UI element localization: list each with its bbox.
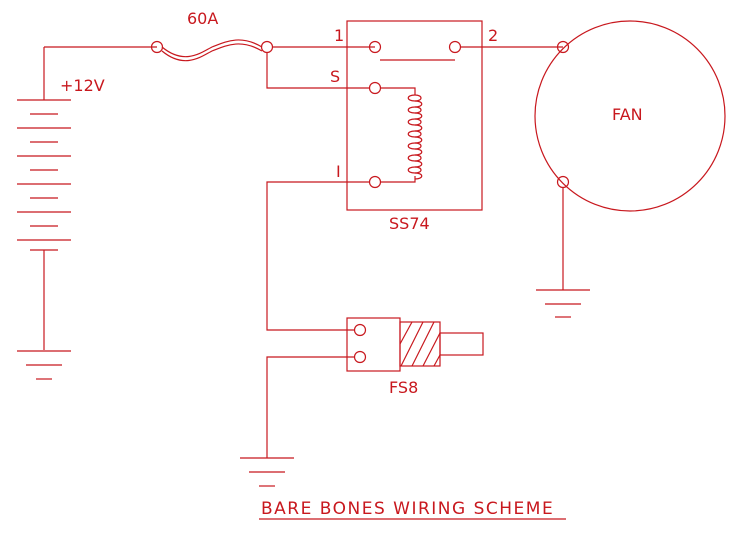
fan-motor-circle [534,20,726,212]
fan-label: FAN [612,105,643,124]
fan-terminal-negative [556,175,570,189]
switch-label: FS8 [389,378,418,397]
relay-pin-1-label: 1 [334,26,344,45]
relay-label: SS74 [389,214,430,233]
switch-terminal-1 [353,323,367,337]
relay-pin-s-label: S [330,67,340,86]
relay-terminal-1 [368,40,382,54]
switch-body [346,317,401,372]
relay-terminal-i [368,175,382,189]
relay-box [346,20,483,211]
relay-terminal-2 [448,40,462,54]
diagram-title: BARE BONES WIRING SCHEME [261,499,554,519]
ground-symbol-fan [536,289,590,318]
relay-pin-i-label: I [336,162,341,181]
relay-pin-2-label: 2 [488,26,498,45]
ground-symbol-battery [17,350,71,380]
fuse-symbol [150,39,274,62]
switch-threaded-probe [399,321,484,367]
relay-terminal-s [368,81,382,95]
switch-terminal-2 [353,350,367,364]
ground-symbol-switch [240,457,294,487]
fuse-label: 60A [187,9,218,28]
wire-fuse-to-relay-pin-s [266,52,369,89]
battery-label: +12V [60,76,105,95]
wire-relay-i-to-switch [266,181,369,331]
battery-symbol [17,47,71,350]
fan-terminal-positive [556,40,570,54]
wire-switch-to-ground [266,356,355,458]
relay-coil [381,87,423,183]
